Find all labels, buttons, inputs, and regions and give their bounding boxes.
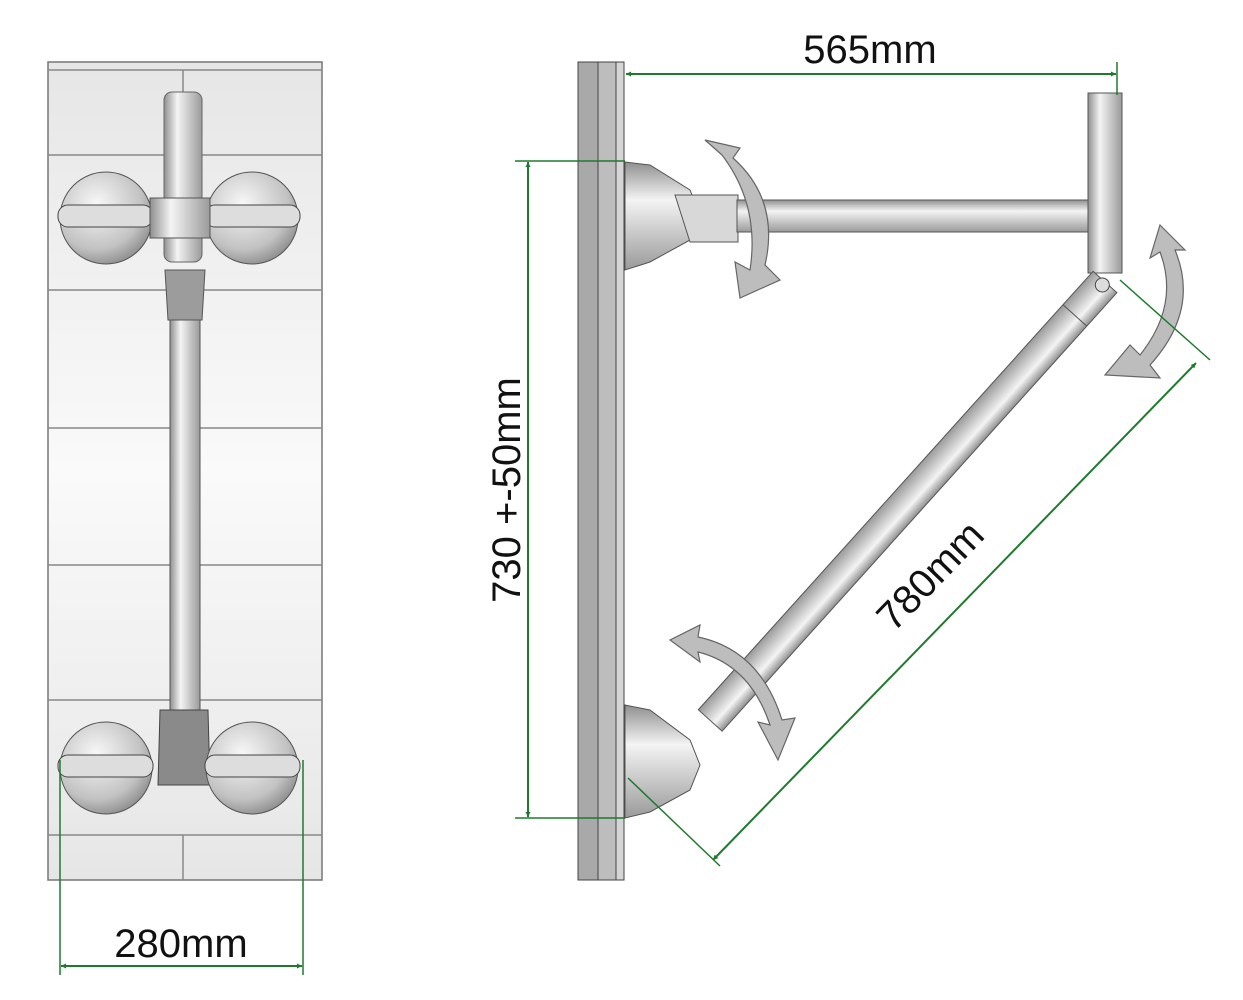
- suction-cups: [57, 171, 301, 815]
- height-dimension: [515, 160, 625, 819]
- top-joint: [674, 194, 739, 243]
- horizontal-arm: [736, 199, 1093, 233]
- diagonal-strut: [697, 270, 1118, 732]
- width-label: 280mm: [114, 922, 247, 966]
- width-dimension: [59, 760, 304, 975]
- reach-dimension: [626, 62, 1118, 95]
- reach-label: 565mm: [803, 28, 936, 72]
- front-view: 280mm: [47, 61, 323, 975]
- glass-panel: [577, 61, 625, 881]
- bottom-cup-mount: [624, 704, 701, 819]
- height-label: 730 +-50mm: [485, 377, 529, 603]
- main-bar: [169, 289, 201, 721]
- rotate-arrow-icon: [704, 139, 782, 299]
- bottom-bracket: [157, 709, 211, 786]
- side-view: 565mm 730 +-50mm 780mm: [485, 28, 1211, 881]
- strut-dimension: [627, 279, 1211, 867]
- vertical-post: [1087, 92, 1123, 274]
- top-hinge: [164, 269, 206, 321]
- top-crossbar: [149, 197, 211, 239]
